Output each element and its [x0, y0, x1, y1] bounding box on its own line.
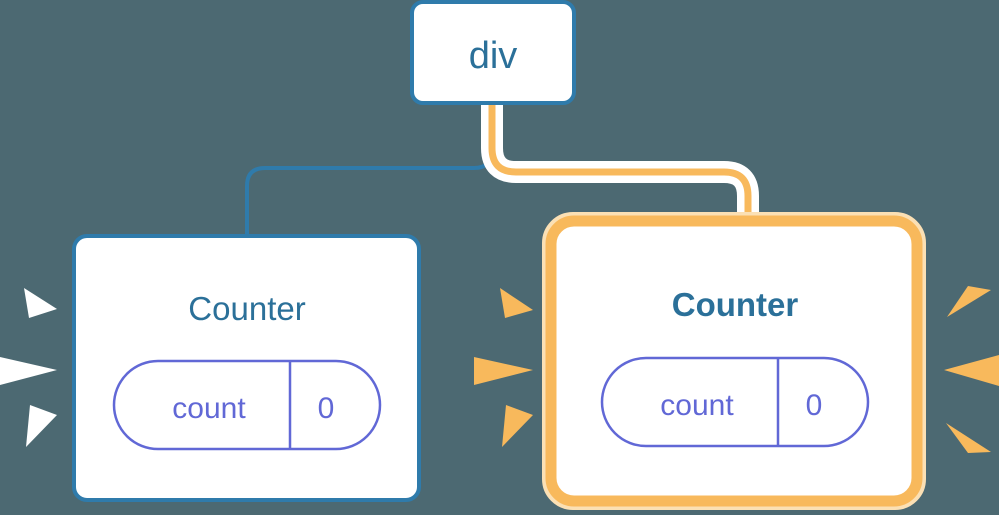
div-node-box[interactable] — [410, 0, 576, 105]
counter-node-left-prop-pill[interactable]: count 0 — [112, 359, 382, 451]
spark-icon — [26, 405, 57, 447]
spark-icon — [500, 288, 533, 318]
prop-pill-outline — [600, 356, 870, 448]
spark-icon — [502, 405, 533, 447]
counter-node-left[interactable]: Counter count 0 — [72, 234, 421, 502]
counter-node-right-label: Counter — [672, 286, 799, 323]
edge-div-to-right-counter — [488, 103, 752, 240]
sparkles-right-counter-right-side — [944, 286, 999, 453]
edge-div-to-left-counter — [245, 101, 494, 238]
div-node[interactable]: div — [410, 0, 576, 105]
counter-node-right[interactable]: Counter count 0 — [542, 212, 926, 510]
prop-value-label: 0 — [318, 392, 335, 425]
prop-key-label: count — [172, 392, 246, 425]
spark-icon — [24, 288, 57, 318]
spark-icon — [474, 357, 533, 385]
counter-node-right-prop-pill[interactable]: count 0 — [600, 356, 870, 448]
sparkles-right-counter-left-side — [474, 288, 533, 447]
sparkles-left-counter — [0, 288, 57, 447]
div-node-label: div — [469, 35, 518, 77]
spark-icon — [946, 423, 991, 453]
prop-key-label: count — [660, 389, 734, 422]
spark-icon — [944, 355, 999, 386]
spark-icon — [947, 286, 991, 317]
counter-node-left-label: Counter — [188, 290, 305, 327]
prop-pill-outline — [112, 359, 382, 451]
prop-value-label: 0 — [806, 389, 823, 422]
spark-icon — [0, 357, 57, 385]
